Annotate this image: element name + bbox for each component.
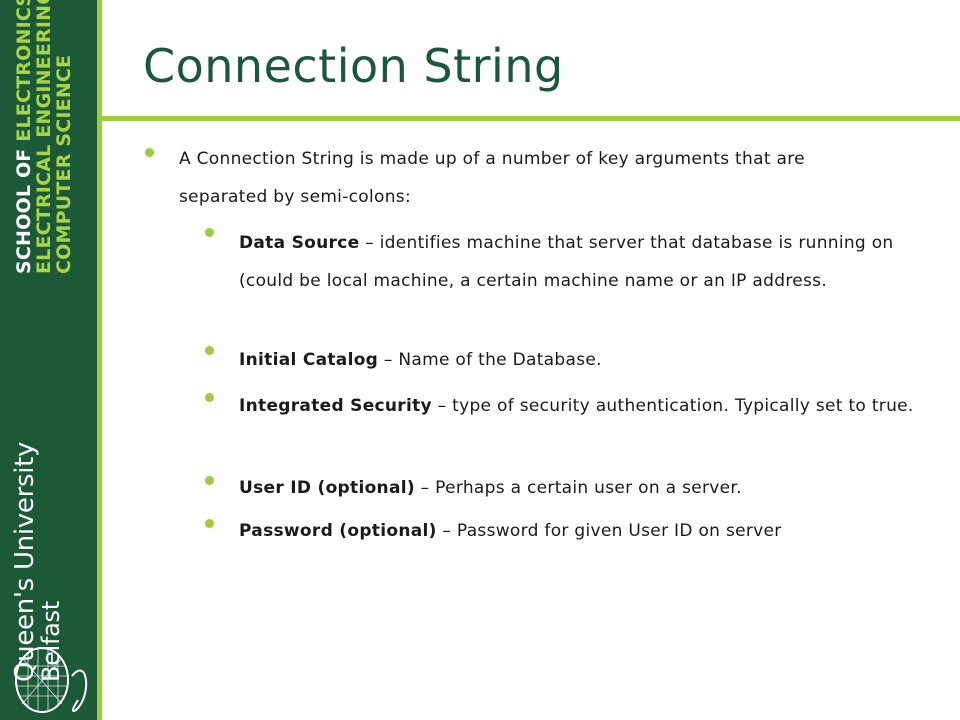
bullet-dot bbox=[205, 519, 214, 528]
bullet-dot bbox=[205, 346, 214, 355]
sub-bullet-term: Integrated Security bbox=[239, 396, 432, 416]
sub-bullet-initial-catalog: Initial Catalog – Name of the Database. bbox=[239, 341, 929, 379]
bullet-dot bbox=[205, 393, 214, 402]
sub-bullet-desc: – type of security authentication. Typic… bbox=[431, 396, 914, 416]
sub-bullet-integrated-security: Integrated Security – type of security a… bbox=[239, 387, 929, 425]
school-line2: ELECTRICAL ENGINEERING AND bbox=[33, 0, 55, 274]
school-name: SCHOOL OF ELECTRONICS, ELECTRICAL ENGINE… bbox=[13, 0, 75, 275]
sub-bullet-desc: – Name of the Database. bbox=[378, 350, 602, 370]
sub-bullet-desc: – identifies machine that server that da… bbox=[239, 233, 894, 291]
sub-bullet-desc: – Perhaps a certain user on a server. bbox=[414, 478, 742, 498]
slide-title: Connection String bbox=[143, 39, 564, 93]
bullet-main: A Connection String is made up of a numb… bbox=[179, 149, 805, 207]
sub-bullet-desc: – Password for given User ID on server bbox=[436, 521, 782, 541]
bullet-dot bbox=[205, 228, 214, 237]
bullet-dot bbox=[205, 476, 214, 485]
school-line1-white: SCHOOL OF bbox=[13, 141, 35, 275]
title-divider bbox=[102, 116, 960, 121]
sidebar-panel bbox=[0, 0, 97, 720]
sub-bullet-term: Initial Catalog bbox=[239, 350, 379, 370]
qub-crest-icon bbox=[15, 647, 88, 713]
bullet-dot bbox=[145, 148, 154, 157]
school-line3: COMPUTER SCIENCE bbox=[53, 54, 75, 274]
sub-bullet-term: User ID (optional) bbox=[239, 478, 415, 498]
sub-bullet-password: Password (optional) – Password for given… bbox=[239, 512, 939, 550]
school-line1-green: ELECTRONICS, bbox=[13, 0, 35, 142]
sub-bullet-user-id: User ID (optional) – Perhaps a certain u… bbox=[239, 469, 929, 507]
sub-bullet-data-source: Data Source – identifies machine that se… bbox=[239, 224, 929, 300]
sub-bullet-term: Password (optional) bbox=[239, 521, 437, 541]
sub-bullet-term: Data Source bbox=[239, 233, 360, 253]
sidebar-accent-stripe bbox=[97, 0, 102, 720]
